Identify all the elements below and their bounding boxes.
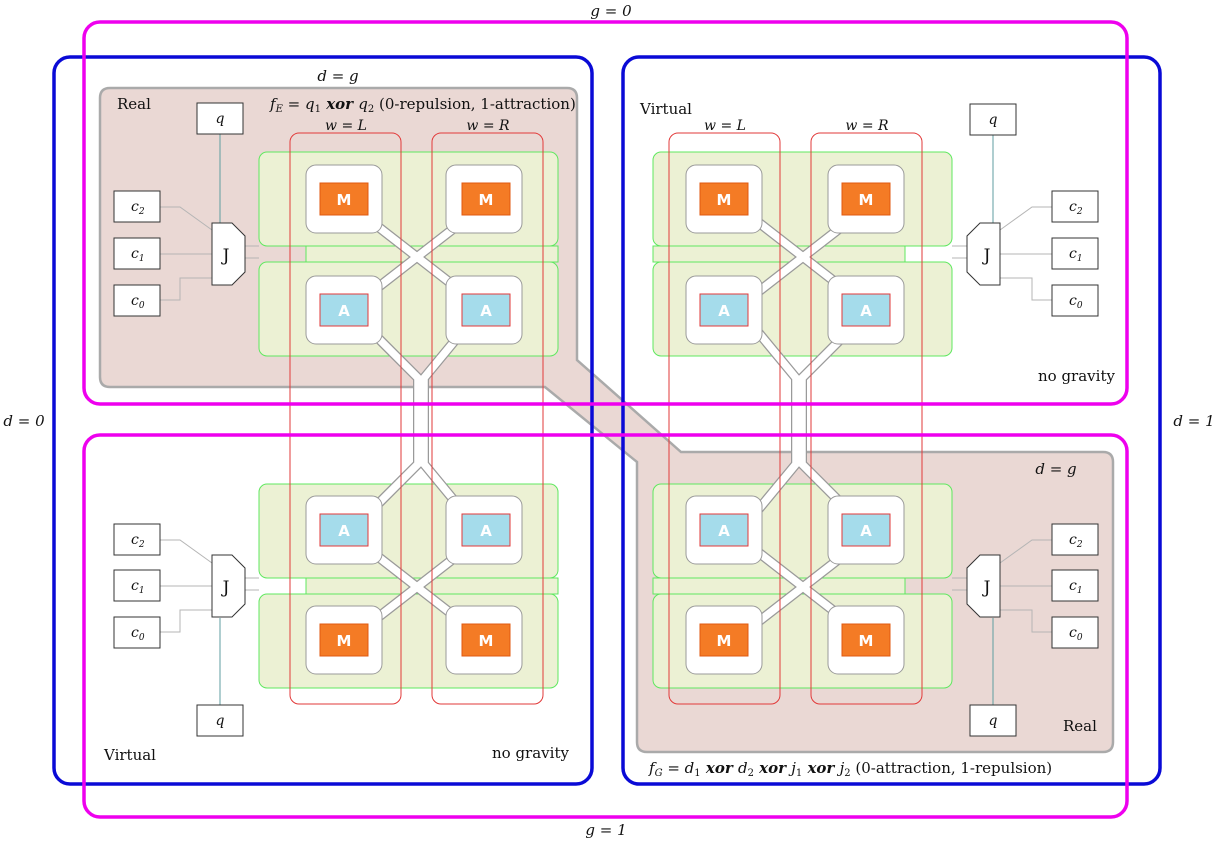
c1-label: c1: [131, 246, 145, 264]
column-right-l: [668, 132, 781, 705]
label-w-l-tr: w = L: [704, 118, 746, 134]
label-virtual-bl: Virtual: [103, 746, 156, 764]
wires: [160, 206, 1052, 633]
a-tile: A: [319, 513, 369, 547]
c0-label: c0: [131, 293, 145, 311]
label-w-l-top: w = L: [325, 118, 367, 134]
j-block-top-left: [211, 222, 246, 286]
label-d0: d = 0: [3, 412, 45, 430]
c1-label: c1: [1069, 246, 1083, 264]
red-columns: [289, 132, 923, 705]
label-no-gravity-tr: no gravity: [1038, 367, 1115, 385]
real-region-top-left: [98, 86, 1115, 754]
a-tile: A: [841, 513, 891, 547]
c2-label: c2: [1069, 199, 1083, 217]
column-left-r: [431, 132, 544, 705]
c0-label: c0: [131, 625, 145, 643]
formula-fe: fE = q1 xor q2 (0-repulsion, 1-attractio…: [269, 95, 576, 115]
j-block-top-right: [966, 222, 1001, 286]
label-no-gravity-bl: no gravity: [492, 744, 569, 762]
a-tile: A: [319, 293, 369, 327]
j-label: J: [982, 246, 991, 266]
label-w-r-top: w = R: [466, 118, 510, 134]
label-w-r-tr: w = R: [845, 118, 889, 134]
j-label: J: [221, 578, 230, 598]
c0-label: c0: [1069, 293, 1083, 311]
c1-label: c1: [1069, 578, 1083, 596]
svg-text:M: M: [717, 632, 732, 650]
c2-label: c2: [1069, 532, 1083, 550]
j-blocks: [211, 222, 1001, 618]
a-tile: A: [461, 513, 511, 547]
a-tile: A: [699, 513, 749, 547]
q-label: q: [216, 713, 225, 729]
c0-label: c0: [1069, 625, 1083, 643]
m-tile: M: [841, 623, 891, 657]
m-tile: M: [319, 623, 369, 657]
a-tile: A: [841, 293, 891, 327]
g0-box: [82, 20, 1129, 406]
svg-text:M: M: [337, 632, 352, 650]
q-label: q: [989, 112, 998, 128]
m-tile: M: [699, 182, 749, 216]
svg-text:A: A: [718, 522, 730, 540]
svg-text:M: M: [479, 632, 494, 650]
label-dg-top: d = g: [317, 67, 358, 85]
label-d1: d = 1: [1173, 412, 1214, 430]
c-labels: c2 c1 c0 c2 c1 c0 c2 c1 c0 c2 c1 c0: [131, 199, 1083, 643]
svg-text:A: A: [338, 522, 350, 540]
j-block-bottom-right: [966, 554, 1001, 618]
a-tile: A: [699, 293, 749, 327]
c2-label: c2: [131, 532, 145, 550]
svg-text:A: A: [480, 522, 492, 540]
j-block-bottom-left: [211, 554, 246, 618]
d-boxes: [52, 55, 1162, 786]
region-labels: g = 0 g = 1 d = 0 d = 1 d = g d = g Real…: [3, 2, 1214, 839]
q-label: q: [216, 111, 225, 127]
m-tile: M: [461, 623, 511, 657]
g-boxes: [82, 20, 1129, 819]
d0-box: [52, 55, 594, 786]
m-tile: M: [841, 182, 891, 216]
j-label: J: [221, 246, 230, 266]
svg-text:A: A: [338, 302, 350, 320]
svg-text:M: M: [337, 191, 352, 209]
q-wires: [219, 133, 994, 706]
c2-label: c2: [131, 199, 145, 217]
svg-text:M: M: [859, 632, 874, 650]
svg-text:A: A: [718, 302, 730, 320]
label-g1: g = 1: [585, 821, 626, 839]
svg-text:M: M: [717, 191, 732, 209]
c-boxes: [113, 190, 1099, 649]
column-right-r: [810, 132, 923, 705]
formula-fg: fG = d1 xor d2 xor j1 xor j2 (0-attracti…: [648, 759, 1052, 779]
column-left-l: [289, 132, 402, 705]
m-tile: M: [461, 182, 511, 216]
label-virtual-tr: Virtual: [639, 100, 692, 118]
svg-text:M: M: [479, 191, 494, 209]
d1-box: [621, 55, 1162, 786]
c1-label: c1: [131, 578, 145, 596]
label-g0: g = 0: [590, 2, 632, 20]
m-tile: M: [699, 623, 749, 657]
m-tile: M: [319, 182, 369, 216]
label-real-bottom: Real: [1063, 717, 1097, 735]
q-boxes: [196, 102, 1017, 737]
g1-box: [82, 433, 1129, 819]
svg-text:M: M: [859, 191, 874, 209]
tiles: M M A A M M A A A A M M A A M M: [319, 182, 891, 657]
j-label: J: [982, 578, 991, 598]
svg-text:A: A: [860, 522, 872, 540]
label-dg-bottom: d = g: [1035, 460, 1076, 478]
svg-text:A: A: [860, 302, 872, 320]
a-tile: A: [461, 293, 511, 327]
svg-text:A: A: [480, 302, 492, 320]
q-label: q: [989, 713, 998, 729]
label-real-top: Real: [117, 95, 151, 113]
